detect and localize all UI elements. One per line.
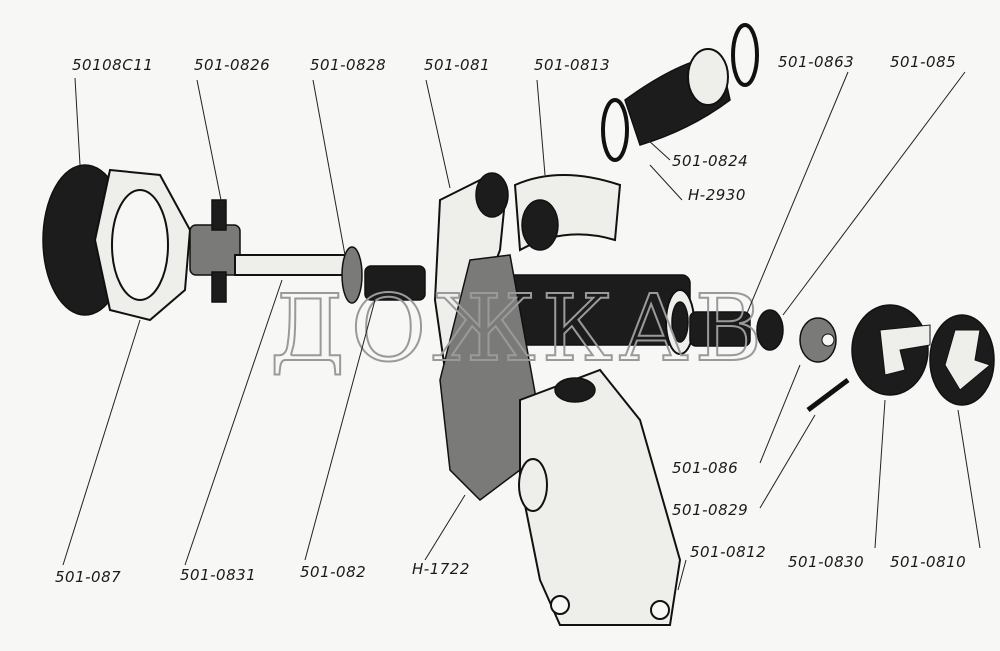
label-501-082: 501-082 bbox=[300, 563, 366, 581]
bracket-h-1722 bbox=[439, 254, 541, 501]
seal-washer-501-0828 bbox=[341, 246, 363, 304]
hose-clamp-h-2930 bbox=[601, 23, 759, 162]
label-501-086: 501-086 bbox=[672, 459, 738, 477]
impeller-501-0826 bbox=[189, 199, 241, 303]
label-501-085: 501-085 bbox=[890, 53, 956, 71]
shaft-end-501-0863 bbox=[689, 311, 751, 347]
pin-501-0829 bbox=[806, 378, 850, 412]
label-h-2930: Н-2930 bbox=[688, 186, 746, 204]
label-501-0830: 501-0830 bbox=[788, 553, 864, 571]
nut-501-086 bbox=[799, 317, 837, 363]
label-501-0813: 501-0813 bbox=[534, 56, 610, 74]
label-501-0828: 501-0828 bbox=[310, 56, 386, 74]
hose-501-0824 bbox=[624, 48, 731, 146]
label-501-0826: 501-0826 bbox=[194, 56, 270, 74]
label-501-0831: 501-0831 bbox=[180, 566, 256, 584]
label-501-0812: 501-0812 bbox=[690, 543, 766, 561]
washer-501-085 bbox=[756, 309, 784, 351]
pulley-hub-501-0830 bbox=[851, 304, 931, 396]
gasket-501-087 bbox=[93, 168, 192, 322]
label-501-081: 501-081 bbox=[424, 56, 490, 74]
shaft-501-0831 bbox=[234, 254, 356, 276]
label-501-087: 501-087 bbox=[55, 568, 121, 586]
label-501-0824: 501-0824 bbox=[672, 152, 748, 170]
label-501-0863: 501-0863 bbox=[778, 53, 854, 71]
label-h-1722: Н-1722 bbox=[412, 560, 470, 578]
label-501-0810: 501-0810 bbox=[890, 553, 966, 571]
label-50108c11: 50108C11 bbox=[72, 56, 153, 74]
leader-lines bbox=[62, 71, 981, 591]
half-bushing-501-0813 bbox=[513, 174, 622, 252]
label-501-0829: 501-0829 bbox=[672, 501, 748, 519]
bushing-501-082 bbox=[364, 265, 426, 301]
coupling-501-0810 bbox=[929, 314, 995, 406]
watermark: ДОЖКАВ bbox=[270, 275, 768, 382]
bracket-501-0812 bbox=[518, 368, 682, 626]
bearing-housing bbox=[499, 274, 695, 355]
